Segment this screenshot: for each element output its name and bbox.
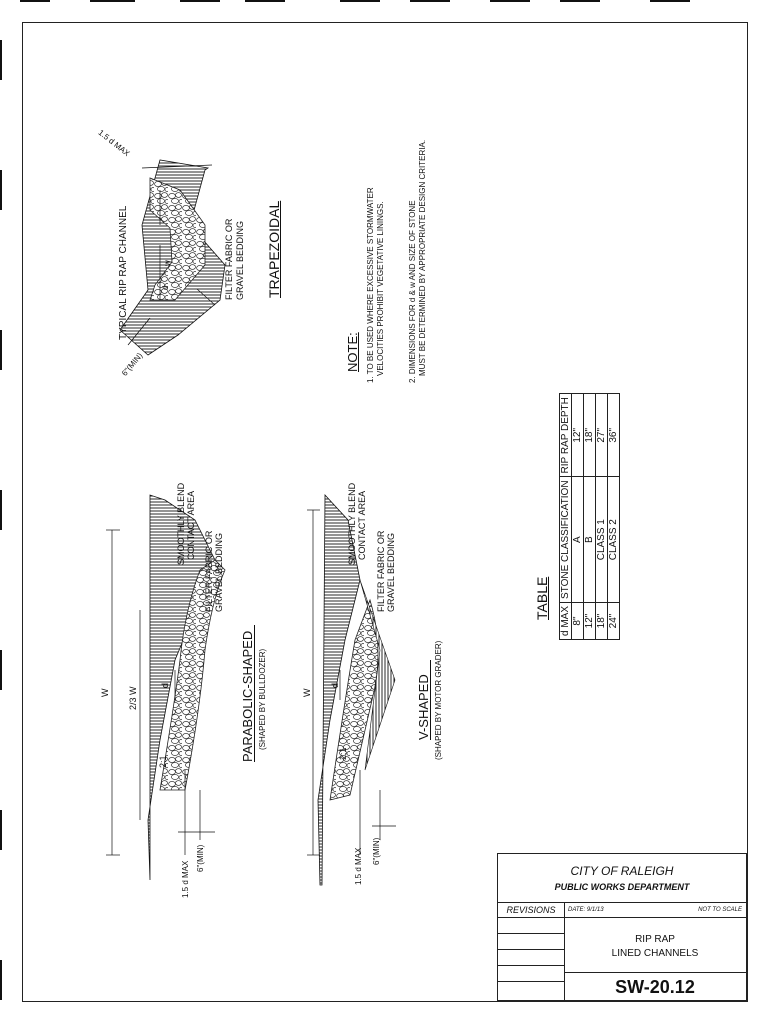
trapezoidal-filter-label-2: GRAVEL BEDDING (235, 220, 245, 300)
vshaped-15dmax-label: 1.5 d MAX (354, 847, 363, 885)
revisions-label: REVISIONS (506, 905, 556, 915)
vshaped-w-label: W (302, 688, 312, 698)
city-name: CITY OF RALEIGH (570, 864, 674, 878)
parabolic-6min-label: 6"(MIN) (196, 844, 205, 872)
note-heading: NOTE: (345, 332, 360, 372)
title-block: CITY OF RALEIGH PUBLIC WORKS DEPARTMENT … (497, 853, 747, 1001)
trapezoidal-w-label: w (163, 260, 172, 266)
vshaped-filter-label-2: GRAVEL BEDDING (386, 532, 396, 612)
vshaped-drawing (307, 493, 396, 886)
vshaped-title: V-SHAPED (416, 674, 431, 740)
table-cell: 18" (583, 393, 596, 477)
parabolic-filter-label: FILTER FABRIC OR (204, 530, 214, 612)
table-cell: A (571, 476, 584, 603)
drawing-name-2: LINED CHANNELS (611, 948, 699, 959)
vshaped-6min-label: 6"(MIN) (372, 837, 381, 865)
table-cell: 36" (607, 393, 620, 477)
riprap-table: d MAX STONE CLASSIFICATION RIP RAP DEPTH… (559, 393, 620, 640)
table-row: 18" CLASS 1 27" (595, 393, 608, 640)
parabolic-15dmax-label: 1.5 d MAX (181, 860, 190, 898)
parabolic-subtitle: (SHAPED BY BULLDOZER) (258, 648, 267, 750)
note-line-2b: MUST BE DETERMINED BY APPROPRIATE DESIGN… (418, 139, 427, 376)
parabolic-title: PARABOLIC-SHAPED (240, 630, 255, 762)
parabolic-w-label: W (100, 688, 110, 698)
trapezoidal-d-label: d (161, 285, 170, 290)
trapezoidal-caption: TYPICAL RIP RAP CHANNEL (118, 205, 129, 340)
table-header-depth: RIP RAP DEPTH (559, 393, 572, 477)
parabolic-23w-label: 2/3 W (128, 686, 138, 710)
table-title: TABLE (534, 576, 550, 620)
parabolic-title-underline (254, 625, 255, 762)
table-header-dmax: d MAX (559, 602, 572, 640)
table-cell: 12" (571, 393, 584, 477)
table-cell: 12" (583, 602, 596, 640)
sheet-number: SW-20.12 (615, 977, 695, 997)
table-cell: CLASS 2 (607, 476, 620, 603)
scale-label: NOT TO SCALE (698, 907, 742, 913)
parabolic-drawing (106, 494, 226, 881)
table-header-stone: STONE CLASSIFICATION (559, 476, 572, 603)
note-line-1: 1. TO BE USED WHERE EXCESSIVE STORMWATER (366, 187, 375, 383)
table-row: 24" CLASS 2 36" (607, 393, 620, 640)
vshaped-blend-label-2: CONTACT AREA (357, 490, 367, 560)
table-cell: 27" (595, 393, 608, 477)
vshaped-subtitle: (SHAPED BY MOTOR GRADER) (434, 640, 443, 760)
vshaped-d-label: d (330, 682, 340, 688)
table-cell: 18" (595, 602, 608, 640)
department-name: PUBLIC WORKS DEPARTMENT (554, 882, 690, 892)
note-line-1b: VELOCITIES PROHIBIT VEGETATIVE LININGS. (376, 201, 385, 376)
table-cell: CLASS 1 (595, 476, 608, 603)
parabolic-21-label: 2:1 (158, 755, 168, 768)
trapezoidal-filter-label: FILTER FABRIC OR (224, 218, 234, 300)
vshaped-21-label: 2:1 (338, 747, 348, 760)
drawing-name-1: RIP RAP (635, 934, 675, 945)
parabolic-filter-label-2: GRAVEL BEDDING (214, 532, 224, 612)
parabolic-blend-label-2: CONTACT AREA (186, 490, 196, 560)
vshaped-blend-label: SMOOTHLY BLEND (347, 482, 357, 565)
note-line-2: 2. DIMENSIONS FOR d & w AND SIZE OF STON… (408, 200, 417, 383)
table-cell: 24" (607, 602, 620, 640)
parabolic-blend-label: SMOOTHLY BLEND (176, 482, 186, 565)
table-row: 8" A 12" (571, 393, 584, 640)
trapezoidal-drawing (119, 159, 226, 356)
vshaped-filter-label: FILTER FABRIC OR (376, 530, 386, 612)
parabolic-d-label: d (160, 682, 170, 688)
table-cell: 8" (571, 602, 584, 640)
date-label: DATE: 9/1/13 (568, 907, 604, 913)
table-cell: B (583, 476, 596, 603)
trapezoidal-title: TRAPEZOIDAL (266, 200, 282, 298)
drawing-frame (22, 22, 748, 1002)
table-row: 12" B 18" (583, 393, 596, 640)
vshaped-title-underline (430, 660, 431, 740)
